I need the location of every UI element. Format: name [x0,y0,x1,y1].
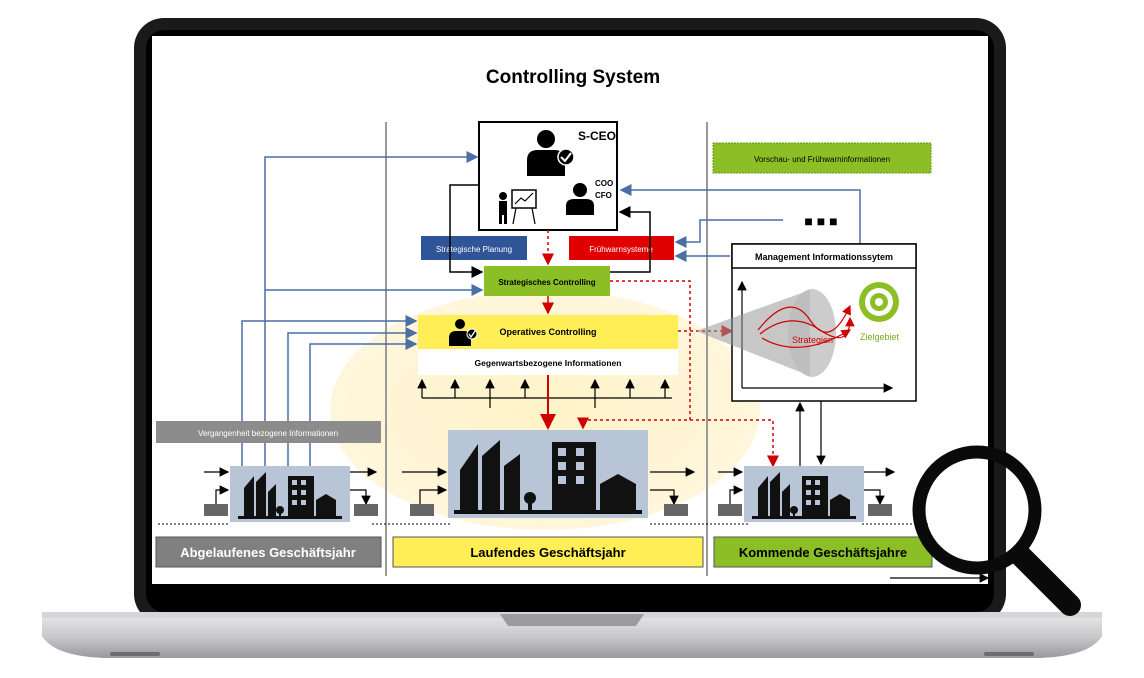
coo-label: COO [595,179,613,188]
preview-info-label: Vorschau- und Frühwarninformationen [754,155,890,164]
controller-icon [449,319,478,346]
strategies-label: Strategien [792,335,833,345]
period-past [155,536,382,568]
period-current [392,536,704,568]
present-info-label: Gegenwartsbezogene Informationen [475,358,622,368]
period-past-label: Abgelaufenes Geschäftsjahr [180,545,356,560]
magnifier-icon [912,445,1081,616]
period-current-label: Laufendes Geschäftsjahr [470,545,625,560]
past-info-box [156,421,381,443]
ceo-person-icon [527,130,575,176]
early-warning-box [569,236,674,260]
ellipsis-label: ■ ■ ■ [804,213,837,229]
strategic-planning-box [421,236,527,260]
strategic-planning-label: Strategische Planung [436,245,512,254]
cfo-label: CFO [595,191,612,200]
period-future [713,536,933,568]
present-info-box [418,349,678,375]
presenter-icon [499,189,537,225]
past-info-label: Vergangenheit bezogene Informationen [198,429,338,438]
target-label: Zielgebiet [860,332,900,342]
mis-header [731,243,917,269]
mis-chart [696,280,899,393]
strategic-controlling-label: Strategisches Controlling [498,278,595,287]
early-warning-label: Frühwarnsysteme [589,245,653,254]
building-icon [448,430,648,518]
ellipsis-box [783,195,859,245]
mis-label: Management Informationssytem [755,252,893,262]
building-icon [230,466,350,522]
page-title: Controlling System [486,67,660,88]
manager-icon [566,183,594,215]
building-icon [744,466,864,522]
preview-info-box [712,142,932,174]
operative-controlling-label: Operatives Controlling [499,327,596,337]
target-icon [859,282,899,322]
ceo-label: S-CEO [578,129,616,143]
period-future-label: Kommende Geschäftsjahre [739,545,907,560]
strategic-controlling-box [484,266,610,296]
